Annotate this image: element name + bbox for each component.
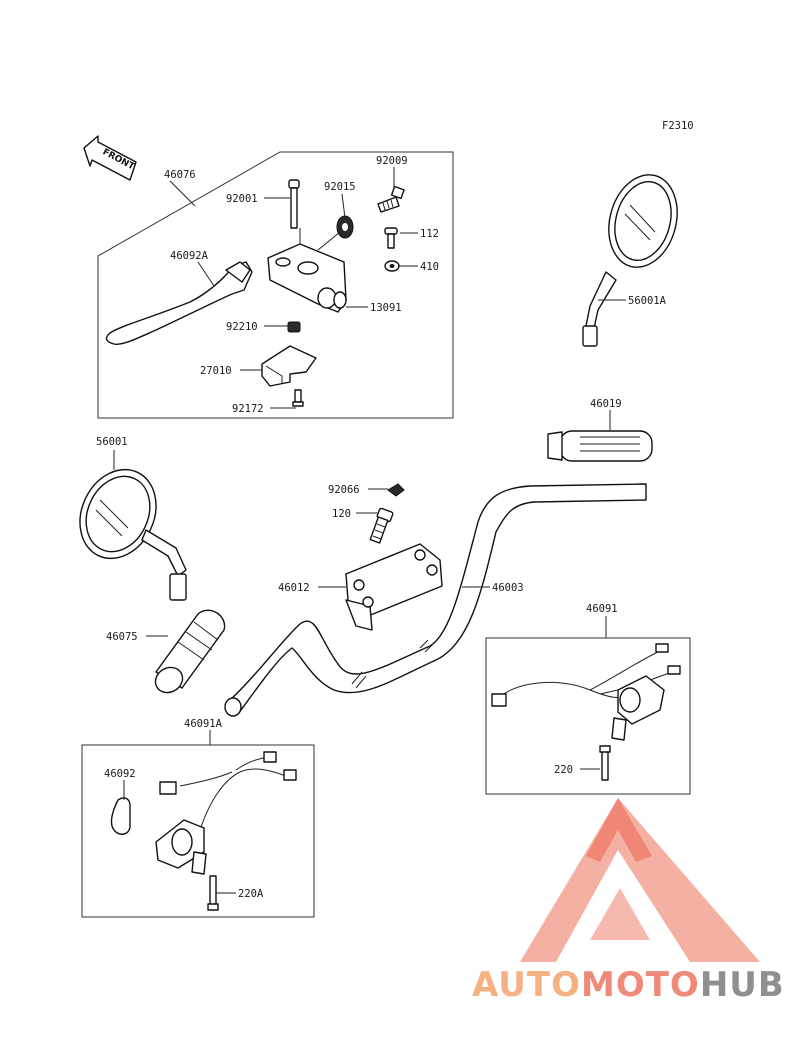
nut-410-icon <box>384 260 400 272</box>
bolt-92001-icon <box>288 179 300 229</box>
bolt-120-icon <box>369 507 394 544</box>
label-56001A: 56001A <box>628 295 667 307</box>
label-220A: 220A <box>238 888 264 900</box>
label-46003: 46003 <box>492 582 524 594</box>
label-46012: 46012 <box>278 582 310 594</box>
label-13091: 13091 <box>370 302 402 314</box>
handlebar-holder-46012-icon <box>345 543 443 631</box>
mirror-56001A-icon <box>582 174 678 347</box>
watermark-auto: AUTOMOTOHUB <box>472 965 785 1005</box>
nut-92066-icon <box>387 483 405 497</box>
front-arrow-icon: FRONT <box>83 135 137 181</box>
label-46019: 46019 <box>590 398 622 410</box>
left-switch-46091A-icon <box>155 751 297 911</box>
label-46091A: 46091A <box>184 718 223 730</box>
mirror-56001-icon <box>79 468 187 601</box>
label-120: 120 <box>332 508 351 520</box>
handlebar-46003-icon <box>224 483 647 717</box>
label-112: 112 <box>420 228 439 240</box>
label-92066: 92066 <box>328 484 360 496</box>
switch-27010-icon <box>261 345 317 387</box>
label-27010: 27010 <box>200 365 232 377</box>
figure-code: F2310 <box>662 120 694 132</box>
label-46092: 46092 <box>104 768 136 780</box>
part-46092-icon <box>110 797 131 835</box>
right-grip-46019-icon <box>547 430 653 462</box>
label-46076: 46076 <box>164 169 196 181</box>
part-labels: 46076 92001 92009 92015 112 410 46092A 1… <box>96 155 667 900</box>
label-410: 410 <box>420 261 439 273</box>
label-92001: 92001 <box>226 193 258 205</box>
right-switch-box <box>485 637 691 795</box>
screw-112-icon <box>384 227 398 249</box>
lever-holder-13091-icon <box>267 228 347 313</box>
label-92009: 92009 <box>376 155 408 167</box>
label-92015: 92015 <box>324 181 356 193</box>
label-220: 220 <box>554 764 573 776</box>
label-92172: 92172 <box>232 403 264 415</box>
screw-92009-icon <box>377 185 405 213</box>
clutch-lever-46092A-icon <box>105 261 253 345</box>
automotohub-logo: AUTOMOTOHUB <box>472 798 785 1005</box>
left-grip-46075-icon <box>154 609 226 694</box>
lever-assembly-box <box>97 151 454 419</box>
label-56001: 56001 <box>96 436 128 448</box>
nut-92210-icon <box>287 321 301 333</box>
left-switch-box <box>81 744 315 918</box>
leader-lines <box>113 167 626 894</box>
nut-92015-icon <box>336 215 354 239</box>
right-switch-46091-icon <box>491 643 681 781</box>
screw-92172-icon <box>292 389 304 407</box>
label-92210: 92210 <box>226 321 258 333</box>
label-46075: 46075 <box>106 631 138 643</box>
label-46091: 46091 <box>586 603 618 615</box>
label-46092A: 46092A <box>170 250 209 262</box>
